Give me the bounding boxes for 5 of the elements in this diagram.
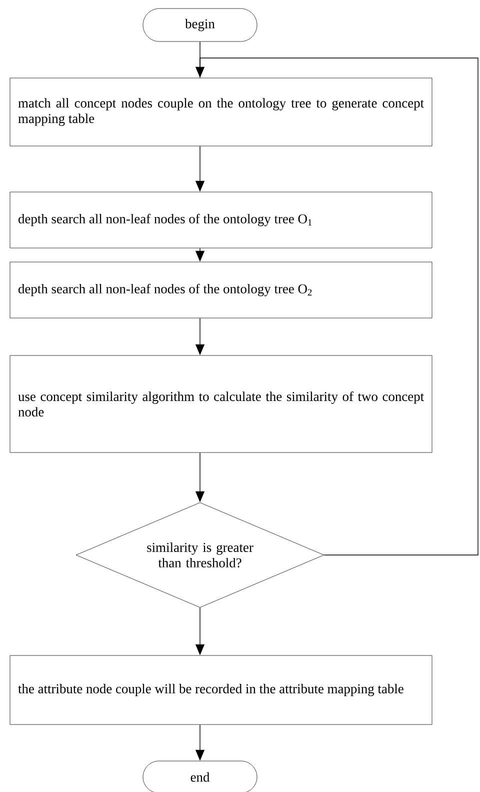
process-box: use concept similarity algorithm to calculate the similarity of two concept node bbox=[10, 355, 432, 453]
process-box: depth search all non-leaf nodes of the ontology tree O$_{1}$ bbox=[10, 192, 432, 248]
process-box: depth search all non-leaf nodes of the ontology tree O$_{2}$ bbox=[10, 262, 432, 318]
process-box: the attribute node couple will be recorded in the attribute mapping table bbox=[10, 655, 432, 725]
process-box: match all concept nodes couple on the ontology tree to generate concept mapping table bbox=[10, 78, 432, 146]
